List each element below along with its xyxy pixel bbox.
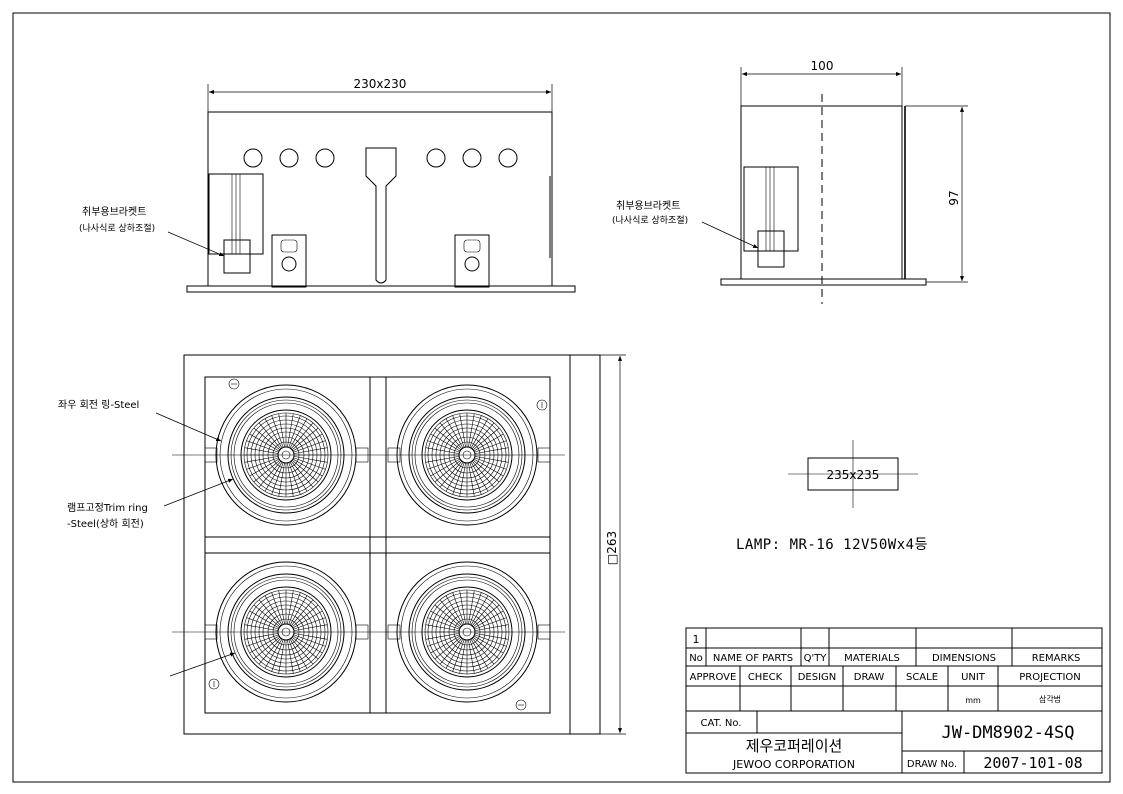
rotation-ring-label: 좌우 회전 링-Steel <box>58 399 139 411</box>
company-name-en: JEWOO CORPORATION <box>732 758 855 771</box>
draw-no-value: 2007-101-08 <box>983 754 1082 772</box>
bracket-label-side: 취부용브라켓트 <box>616 200 680 212</box>
projection-value: 삼각법 <box>1039 694 1061 704</box>
bracket-sublabel-side: (나사식로 상하조절) <box>612 214 688 226</box>
header-remarks: REMARKS <box>1032 653 1081 664</box>
bracket-label-front: 취부용브라켓트 <box>82 206 146 218</box>
unit-label: UNIT <box>961 672 986 683</box>
trim-ring-label-1: 램프고정Trim ring <box>67 502 148 514</box>
sheet-border <box>12 12 1111 783</box>
check-label: CHECK <box>748 672 783 683</box>
dim-side-width: 100 <box>811 59 834 73</box>
header-no: No <box>689 653 703 664</box>
dim-side-height: 97 <box>947 190 961 205</box>
trim-ring-label-2: -Steel(상하 회전) <box>67 517 144 530</box>
front-view: 230x230 취부용브라켓트 (나사식로 상하조절) <box>79 77 576 293</box>
approve-label: APPROVE <box>690 672 737 683</box>
header-qty: Q'TY <box>804 653 828 664</box>
unit-value: mm <box>965 696 981 705</box>
bracket-sublabel-front: (나사식로 상하조절) <box>79 222 155 234</box>
cutout-dimension: 235x235 <box>827 468 880 482</box>
design-label: DESIGN <box>798 672 837 683</box>
lamp-spec: LAMP: MR-16 12V50Wx4등 <box>736 537 928 553</box>
draw-label: DRAW <box>854 672 885 683</box>
company-name-kr: 제우코퍼레이션 <box>746 737 843 755</box>
scale-label: SCALE <box>906 672 938 683</box>
projection-label: PROJECTION <box>1019 672 1081 683</box>
draw-no-label: DRAW No. <box>907 759 957 770</box>
model-number: JW-DM8902-4SQ <box>941 723 1074 743</box>
cutout-symbol: 235x235 <box>788 440 918 508</box>
dim-width-top: 230x230 <box>354 77 407 91</box>
title-block: 1 No NAME OF PARTS Q'TY MATERIALS DIMENS… <box>685 627 1103 774</box>
header-name-of-parts: NAME OF PARTS <box>713 653 793 664</box>
header-materials: MATERIALS <box>844 653 900 664</box>
side-view: 100 97 취부용브라켓트 (나사식로 상하조절) <box>612 59 968 304</box>
row-number: 1 <box>693 633 700 646</box>
cat-no-label: CAT. No. <box>701 718 742 729</box>
header-dimensions: DIMENSIONS <box>932 653 996 664</box>
dim-overall-height: □263 <box>605 531 619 565</box>
plan-view: □263 좌우 회전 링-Steel 램프고정Trim ring -Steel(… <box>58 354 626 735</box>
